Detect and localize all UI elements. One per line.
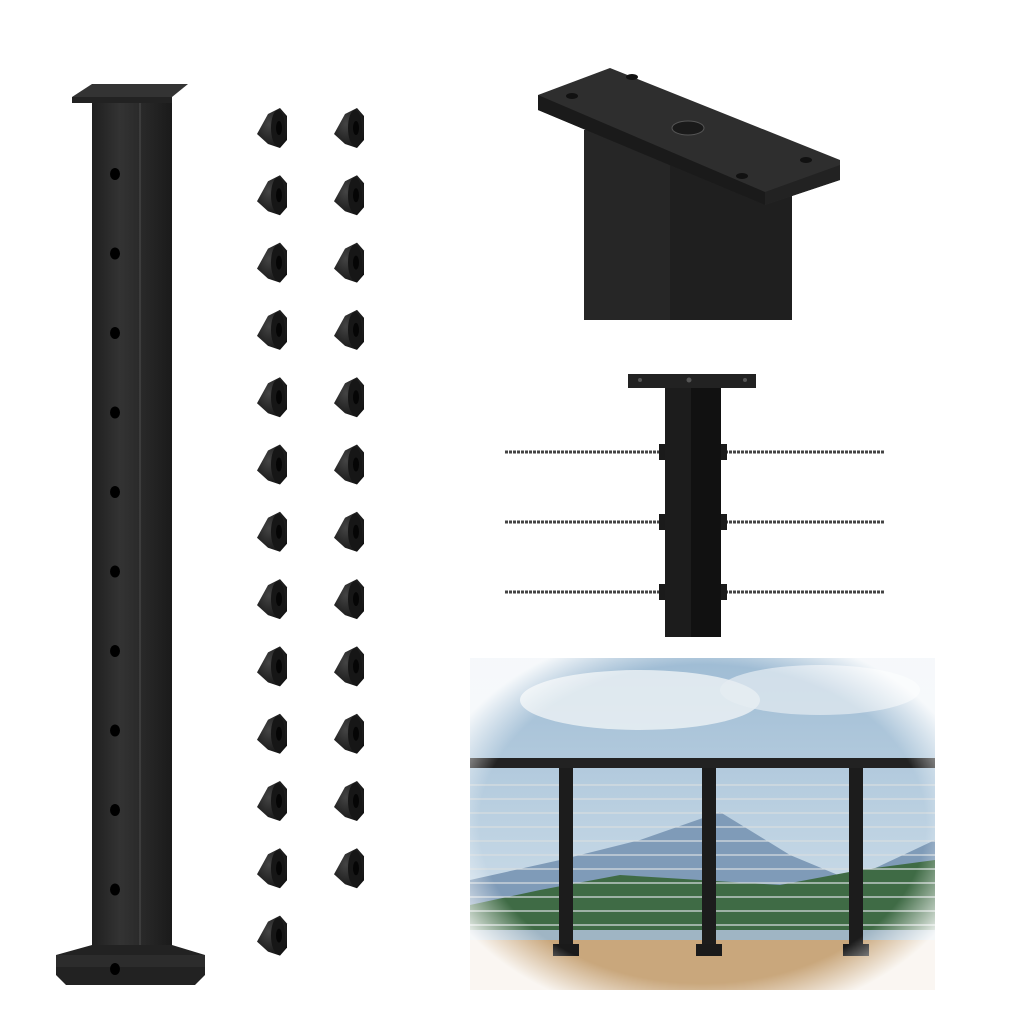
cable-hole bbox=[110, 168, 120, 180]
grommet-set bbox=[257, 108, 364, 956]
cable-hole bbox=[110, 406, 120, 419]
grommet bbox=[257, 242, 287, 283]
railing-post bbox=[56, 84, 205, 985]
cable-hole bbox=[110, 804, 120, 816]
grommet bbox=[257, 848, 287, 889]
cable-hole bbox=[110, 963, 120, 975]
grommet bbox=[257, 646, 287, 687]
cable-hole bbox=[110, 565, 120, 578]
cable-hole bbox=[110, 883, 120, 896]
cable-hole bbox=[110, 724, 120, 737]
grommet bbox=[257, 915, 287, 956]
top-plate-closeup bbox=[538, 68, 840, 320]
grommet bbox=[257, 781, 287, 821]
grommet bbox=[334, 108, 364, 148]
grommet bbox=[257, 579, 287, 620]
grommet bbox=[334, 781, 364, 821]
grommet bbox=[334, 579, 364, 620]
grommet bbox=[257, 175, 287, 216]
grommet bbox=[257, 444, 287, 485]
post-with-cables bbox=[505, 374, 885, 637]
grommet bbox=[257, 108, 287, 148]
cable-holes bbox=[110, 168, 120, 975]
grommet bbox=[257, 309, 287, 350]
cable-hole bbox=[110, 645, 120, 657]
grommet bbox=[257, 377, 287, 418]
cable-hole bbox=[110, 486, 120, 498]
grommet bbox=[334, 511, 364, 552]
grommet bbox=[334, 377, 364, 418]
grommet bbox=[334, 444, 364, 485]
grommet bbox=[334, 646, 364, 687]
grommet bbox=[257, 713, 287, 754]
grommet bbox=[334, 242, 364, 283]
grommet bbox=[334, 175, 364, 216]
grommet bbox=[334, 309, 364, 350]
grommet bbox=[257, 511, 287, 552]
cable-hole bbox=[110, 247, 120, 260]
grommet bbox=[334, 713, 364, 754]
grommet bbox=[334, 848, 364, 889]
cable-hole bbox=[110, 327, 120, 339]
deck-scene-photo bbox=[470, 658, 935, 990]
